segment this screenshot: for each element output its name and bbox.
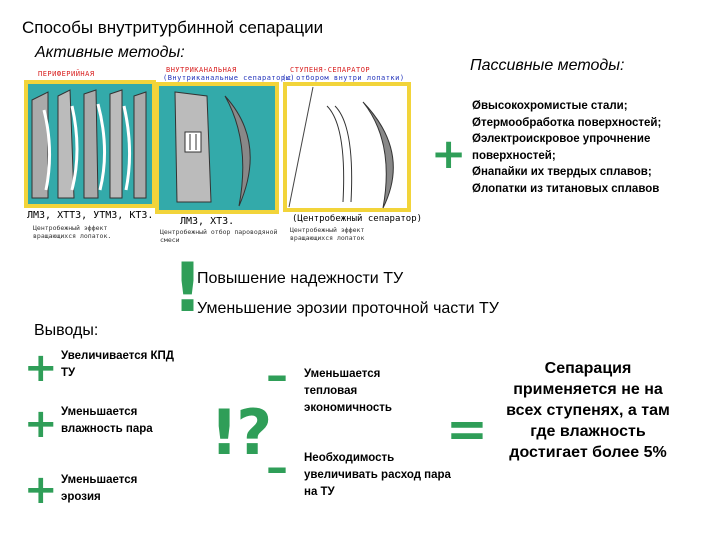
intrachannel-separation-figure (155, 82, 279, 214)
question-exclamation-mark: !? (210, 396, 272, 469)
panel-caption-stage-separator: (Центробежный сепаратор) (292, 214, 423, 224)
conclusion-minus-steam-flow: Необходимость увеличивать расход пара на… (304, 452, 451, 498)
conclusion-minus-economy: Уменьшается тепловая экономичность (304, 368, 392, 414)
list-item: Øэлектроискровое упрочнение поверхностей… (472, 133, 651, 162)
plus-sign: + (24, 401, 58, 447)
plus-sign: + (24, 345, 58, 391)
panel-sublabel-intrachannel: (Внутриканальные сепараторы) (163, 74, 296, 82)
panel-caption-peripheral: ЛМЗ, ХТТЗ, УТМЗ, КТЗ. (27, 210, 154, 221)
minus-sign: – (266, 442, 288, 493)
passive-methods-heading: Пассивные методы: (470, 57, 625, 74)
peripheral-separation-figure (24, 80, 156, 208)
list-item: Øтермообработка поверхностей; (472, 116, 662, 129)
conclusion-plus-efficiency: Увеличивается КПД ТУ (61, 350, 174, 379)
bullet-icon: Ø (472, 182, 481, 195)
bullet-icon: Ø (472, 166, 481, 178)
panel-caption-intrachannel: ЛМЗ, ХТЗ. (180, 216, 235, 227)
bullet-icon: Ø (472, 133, 481, 145)
conclusion-plus-moisture: Уменьшается влажность пара (61, 406, 153, 435)
page-title: Способы внутритурбинной сепарации (22, 18, 324, 37)
bullet-icon: Ø (472, 116, 481, 129)
plus-sign: + (24, 467, 58, 513)
stage-separator-figure (283, 82, 411, 212)
effect-erosion: Уменьшение эрозии проточной части ТУ (197, 300, 499, 317)
panel-sublabel-stage-separator: (с отбором внутри лопатки) (282, 74, 405, 82)
panel-label-intrachannel: ВНУТРИКАНАЛЬНАЯ (166, 66, 237, 74)
minus-sign: – (266, 350, 288, 401)
conclusion-plus-erosion: Уменьшается эрозия (61, 474, 138, 503)
panel-note-stage-separator: Центробежный эффект вращающихся лопаток (290, 226, 365, 242)
list-item: Øнапайки их твердых сплавов; (472, 166, 652, 178)
bullet-icon: Ø (472, 100, 481, 112)
panel-label-stage-separator: СТУПЕНЯ-СЕПАРАТОР (290, 66, 371, 74)
active-methods-heading: Активные методы: (35, 44, 185, 61)
list-item: Øвысокохромистые стали; (472, 100, 628, 112)
conclusions-heading: Выводы: (34, 322, 99, 339)
effect-reliability: Повышение надежности ТУ (197, 270, 404, 287)
passive-methods-list: Øвысокохромистые стали; Øтермообработка … (472, 98, 712, 197)
conclusion-result: Сепарация применяется не на всех ступеня… (506, 360, 670, 461)
exclamation-mark: ! (172, 249, 204, 328)
equals-sign: = (446, 400, 488, 458)
plus-sign: + (431, 129, 467, 178)
panel-label-peripheral: ПЕРИФЕРИЙНАЯ (38, 70, 95, 78)
panel-note-intrachannel: Центробежный отбор пароводяной смеси (160, 228, 278, 244)
list-item: Øлопатки из титановых сплавов (472, 182, 660, 195)
panel-note-peripheral: Центробежный эффект вращающихся лопаток. (33, 224, 112, 240)
